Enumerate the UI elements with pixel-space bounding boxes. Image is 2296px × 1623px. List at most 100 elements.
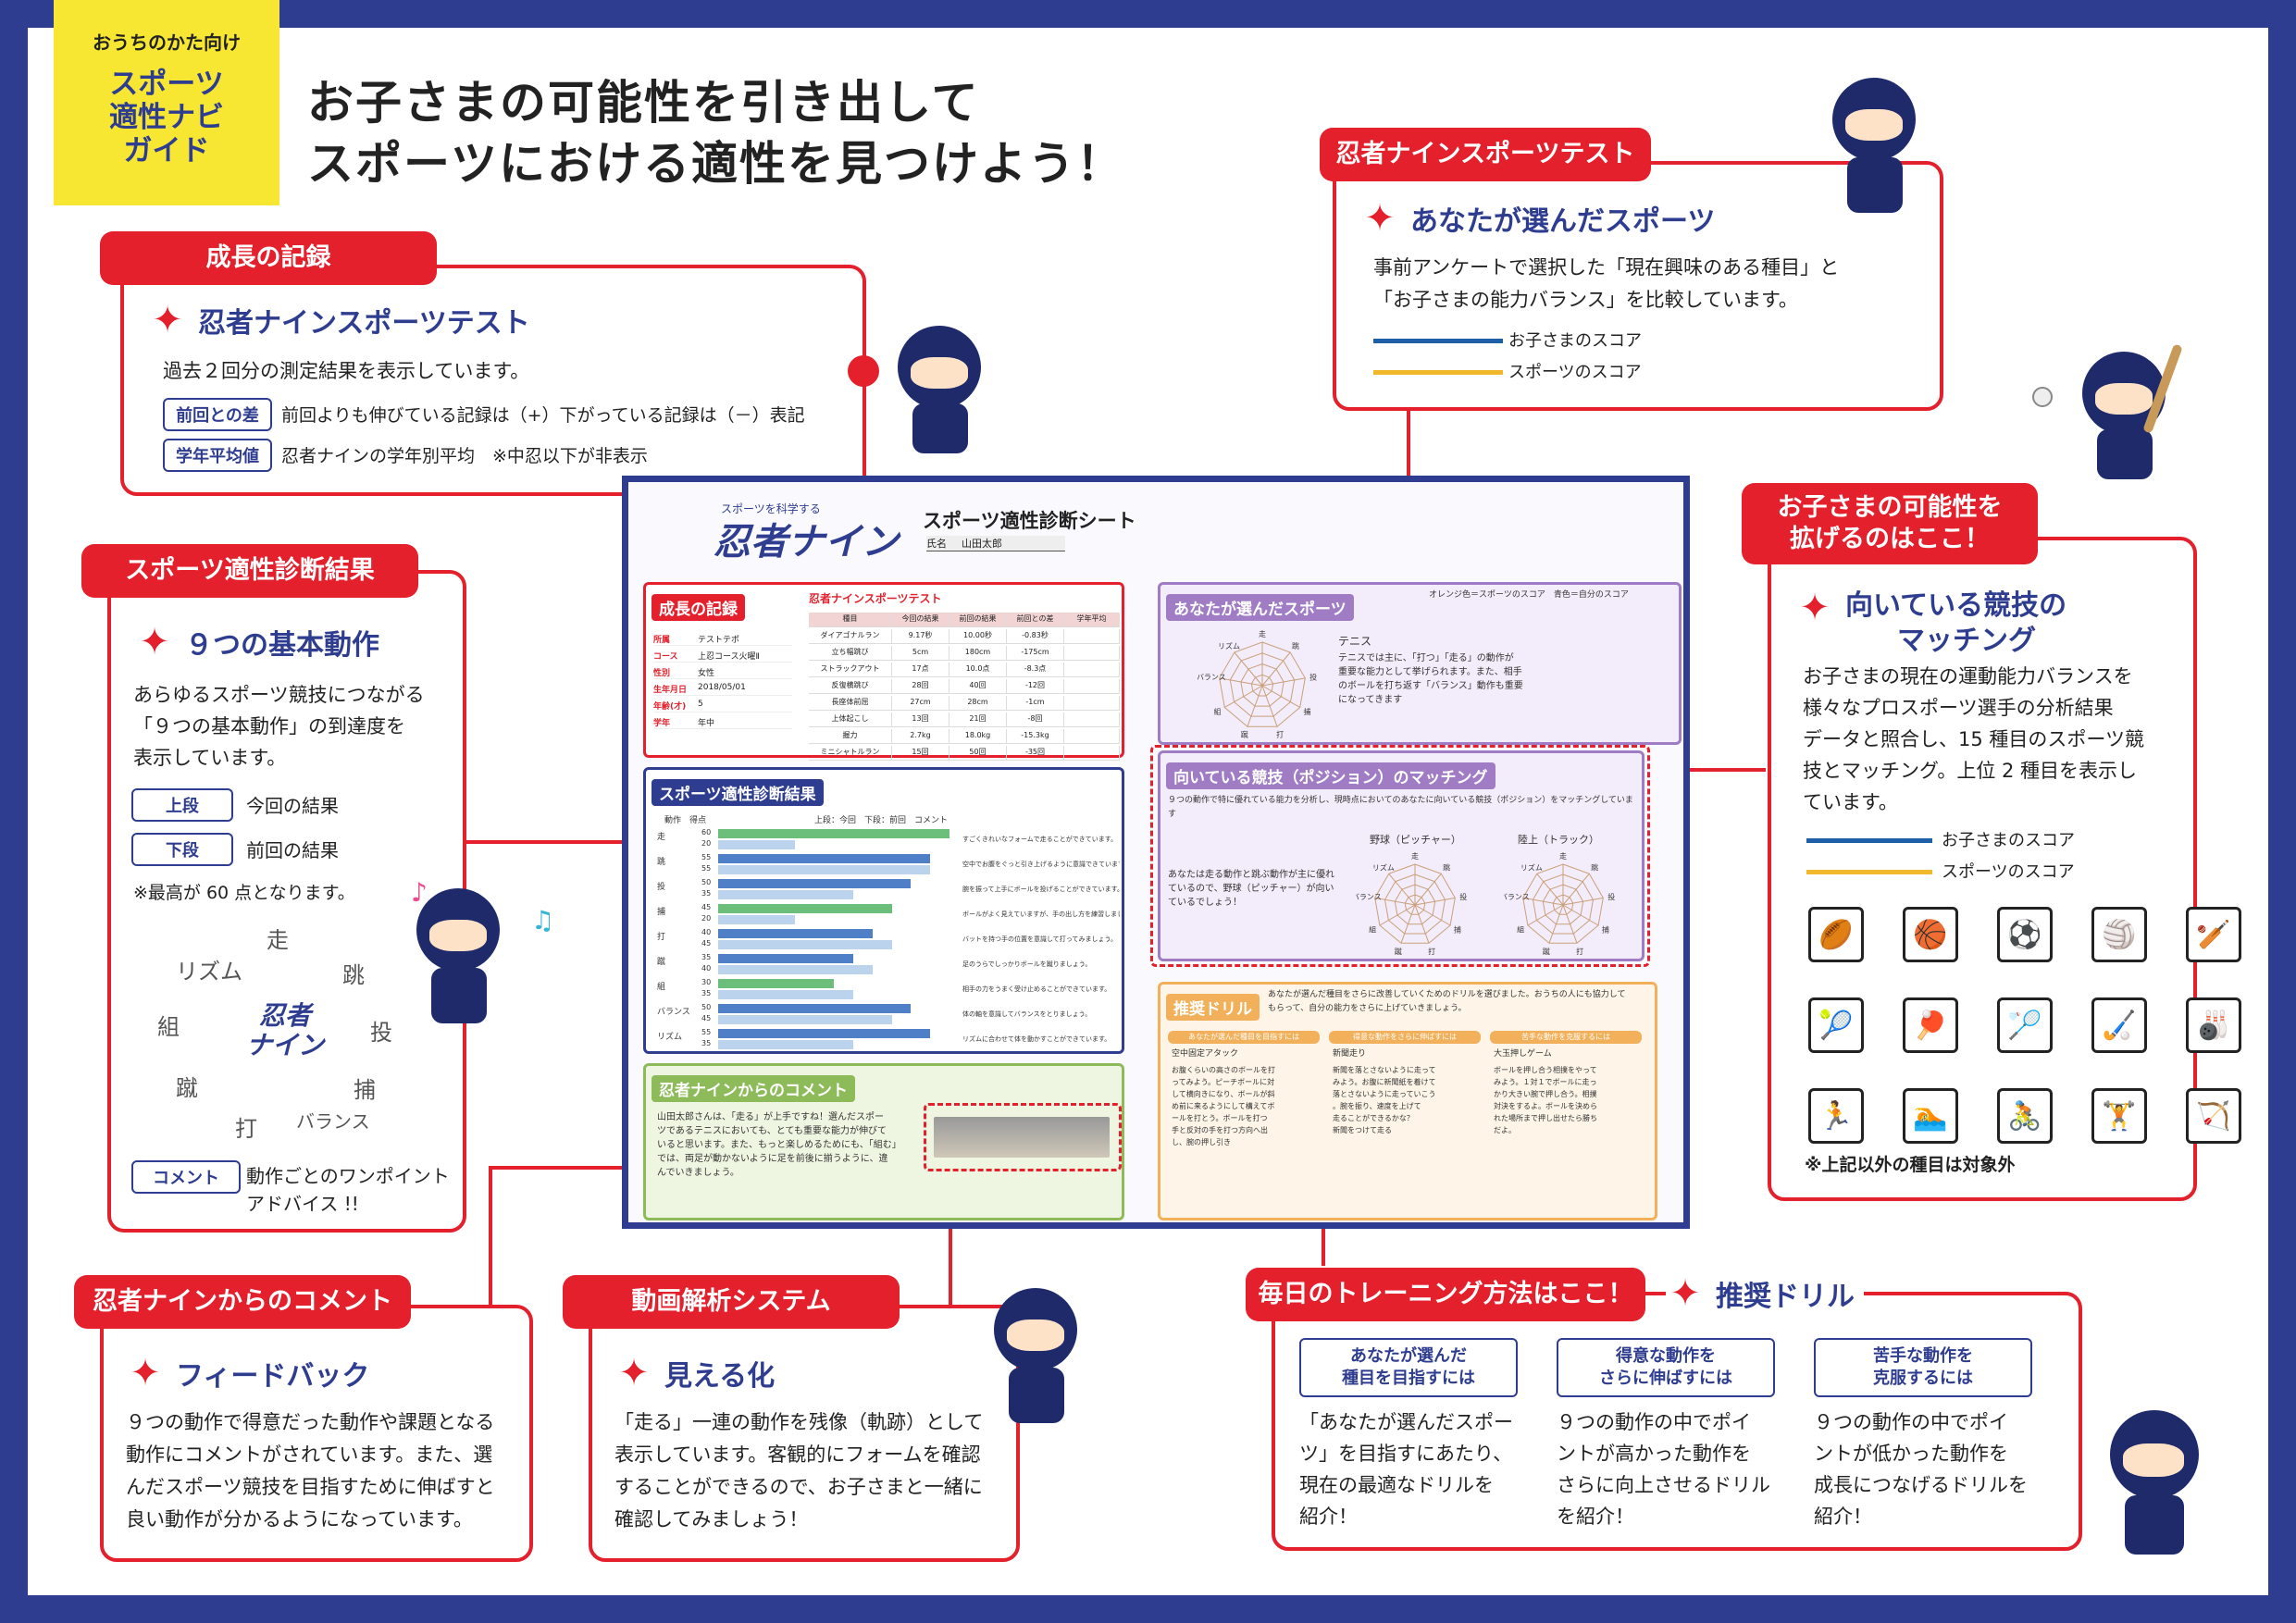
drill-text-line: 現在の最適なドリルを	[1299, 1474, 1494, 1496]
table-cell	[1064, 696, 1120, 710]
radar-axis	[1388, 873, 1416, 906]
mascot-body	[431, 968, 487, 1023]
match-note: ※上記以外の種目は対象外	[1805, 1155, 2016, 1175]
bar-now	[718, 1029, 931, 1038]
sheet-match-line: ているでしょう！	[1168, 898, 1242, 908]
sheet-drill-line: 手と反対の手を打つ方向へ出	[1172, 1126, 1268, 1134]
table-cell: 40回	[949, 679, 1007, 693]
bar-comment: リズムに合わせて体を動かすことができています。	[962, 1035, 1111, 1043]
sheet-chosen-line: 重要な能力として挙げられます。また、相手	[1338, 667, 1522, 677]
match-desc-line: お子さまの現在の運動能力バランスを	[1803, 665, 2133, 688]
table-cell: 17点	[892, 663, 949, 676]
table-cell: 18.0kg	[949, 729, 1007, 743]
bar-score-now: 35	[701, 953, 712, 961]
radar-ring	[1374, 863, 1456, 944]
bar-now	[718, 904, 892, 913]
sheet-chosen-note: オレンジ色＝スポーツのスコア 青色＝自分のスコア	[1429, 590, 1629, 600]
sheet-comment-title: 忍者ナインからのコメント	[652, 1075, 855, 1102]
sheet-drill-line: 走ることができるかな？	[1333, 1114, 1414, 1122]
chosen-desc: 事前アンケートで選択した「現在興味のある種目」と 「お子さまの能力バランス」を比…	[1373, 252, 1839, 316]
bar-score-now: 55	[701, 853, 712, 861]
sheet-drill-line: かり大きい腕で押し合う。相撲	[1494, 1090, 1597, 1098]
motion-label: バランス	[296, 1110, 370, 1133]
mascot-body	[912, 403, 968, 453]
mascot-face	[1845, 109, 1903, 141]
radar-axis	[1400, 904, 1416, 944]
sheet-comment-line: では、両足が動かないように足を前後に揃うように、違	[657, 1154, 888, 1164]
growth-subtitle: ✦忍者ナインスポーツテスト	[148, 300, 530, 341]
growth-desc: 過去２回分の測定結果を表示しています。	[163, 360, 530, 382]
match-desc-line: ています。	[1803, 791, 1898, 813]
guide-tag-small: おうちのかた向け	[93, 31, 241, 54]
radar-axis	[1522, 897, 1564, 906]
radar-axis-label: リズム	[1372, 862, 1395, 872]
sport-icon: 🏃	[1808, 1088, 1864, 1144]
bar-now	[718, 979, 834, 988]
profile-key: 性別	[653, 669, 671, 678]
sport-icon: 🏹	[2186, 1088, 2241, 1144]
match-desc-line: 技とマッチング。上位 2 種目を表示し	[1803, 760, 2138, 782]
match-desc: お子さまの現在の運動能力バランスを 様々なプロスポーツ選手の分析結果 データと照…	[1803, 661, 2144, 818]
video-desc-line: 「走る」一連の動作を残像（軌跡）として	[614, 1411, 984, 1433]
result-desc-line: あらゆるスポーツ競技につながる	[133, 684, 425, 706]
radar-axis	[1562, 904, 1578, 944]
ninja-mascot-thumbs	[2097, 1410, 2208, 1558]
table-cell	[1064, 629, 1120, 643]
radar-axis-label: 捕	[1454, 925, 1461, 935]
bar-comment: 腕を振って上手にボールを投げることができています。	[962, 886, 1120, 893]
video-thumbnail[interactable]	[934, 1117, 1110, 1158]
bar-now	[718, 829, 949, 838]
radar-ring	[1522, 863, 1604, 944]
sheet-drill-line: して横向きになり、ボールが斜	[1172, 1090, 1275, 1098]
legend-label: スポーツのスコア	[1508, 363, 1642, 382]
mascot-face	[1007, 1319, 1064, 1351]
radar-axis-label: 組	[1517, 925, 1524, 935]
sheet-sport2: 陸上（トラック）	[1518, 834, 1599, 846]
radar-ring	[1219, 641, 1306, 727]
sport-icon: 🎳	[2186, 997, 2241, 1053]
bar-now	[718, 954, 853, 963]
motion-label: 捕	[354, 1077, 376, 1103]
headline-line: スポーツにおける適性を見つけよう！	[307, 137, 1124, 191]
connector	[949, 1170, 952, 1308]
sheet-chosen-sport: テニス	[1338, 635, 1372, 648]
pill-diff: 前回との差	[163, 398, 272, 431]
sheet-drill-line: 落とさないように走っていこう	[1333, 1090, 1436, 1098]
radar-axis	[1261, 685, 1278, 727]
mascot-face	[429, 920, 487, 951]
table-header-cell: 種目	[809, 613, 892, 626]
table-cell: -175cm	[1007, 646, 1064, 660]
music-note-icon: ♫	[531, 905, 555, 935]
sheet-drill-panel: 推奨ドリル あなたが選んだ種目をさらに改善していくためのドリルを選びました。おう…	[1158, 982, 1657, 1220]
sheet-chosen-title: あなたが選んだスポーツ	[1166, 594, 1354, 621]
ninja-mascot-baseball	[2073, 342, 2184, 481]
legend-label: スポーツのスコア	[1942, 862, 2075, 882]
legend-label: お子さまのスコア	[1508, 331, 1642, 351]
radar-axis-label: リズム	[1218, 641, 1240, 650]
radar-ring	[1394, 884, 1436, 925]
profile-value: 上忍コース火曜Ⅱ	[698, 652, 760, 662]
chosen-title: あなたが選んだスポーツ	[1410, 205, 1716, 238]
sheet-comment-line: いると思います。また、もっと楽しめるためにも、「組む」	[657, 1140, 901, 1150]
drill-column-text: ９つの動作の中でポイントが低かった動作を成長につなげるドリルを紹介！	[1814, 1406, 2028, 1532]
bar-now	[718, 879, 912, 888]
growth-title: 忍者ナインスポーツテスト	[198, 307, 530, 340]
comment-tab: 忍者ナインからのコメント	[74, 1275, 411, 1329]
shuriken-icon: ✦	[1364, 197, 1396, 240]
sheet-drill-line: れた場所まで押し出せたら勝ち	[1494, 1114, 1597, 1122]
table-cell: ストラックアウト	[809, 663, 892, 676]
radar-axis-label: 打	[1428, 947, 1435, 956]
bar-label: 蹴	[657, 958, 666, 967]
bar-comment: 相手の力をうまく受け止めることができています。	[962, 985, 1111, 993]
bar-now	[718, 929, 873, 938]
sport-icon: 🏋	[2091, 1088, 2147, 1144]
bar-label: 走	[657, 833, 666, 842]
drill-head-line: 種目を目指すには	[1342, 1369, 1475, 1388]
radar-axis-label: 走	[1411, 852, 1419, 861]
result-note: ※最高が 60 点となります。	[133, 883, 355, 903]
shuriken-icon: ✦	[1799, 587, 1831, 629]
legend-label: お子さまのスコア	[1942, 831, 2075, 850]
